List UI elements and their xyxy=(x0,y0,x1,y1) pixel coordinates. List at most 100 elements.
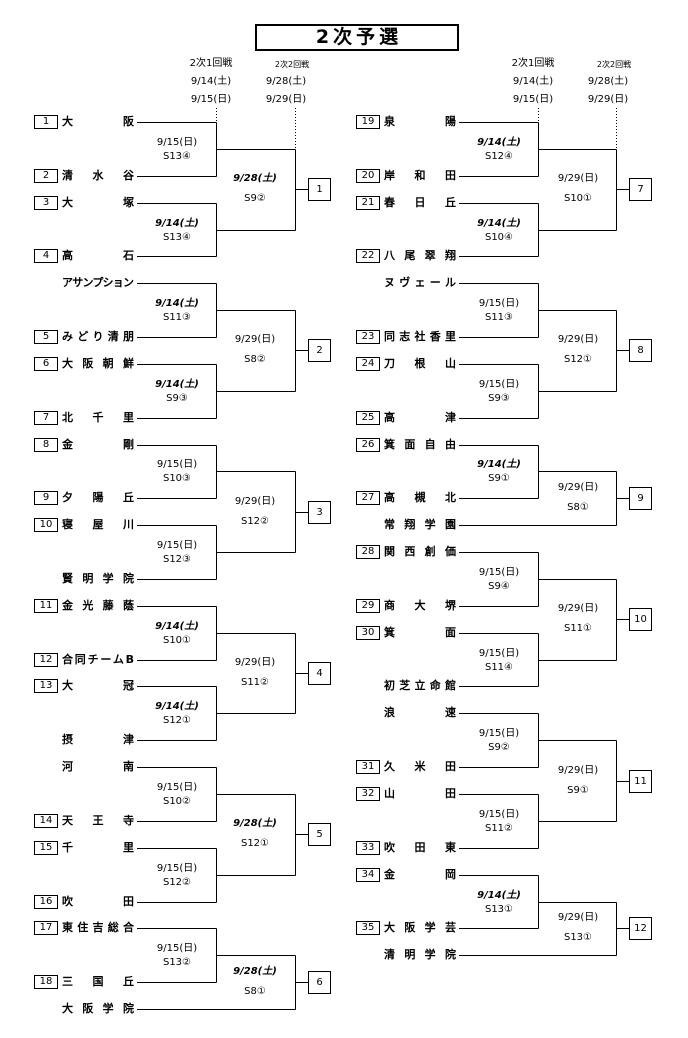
first-round-date: 9/15(日) xyxy=(156,863,198,874)
seed-number: 10 xyxy=(34,518,58,532)
team-name: 天王寺 xyxy=(62,814,154,827)
team-name: 賢明学院 xyxy=(62,572,144,585)
team-name: 大冠 xyxy=(62,679,184,692)
seed-number: 26 xyxy=(356,438,380,452)
team-name: 関西創価 xyxy=(384,545,466,558)
first-round-slot: S12② xyxy=(162,877,192,888)
team-name: 金岡 xyxy=(384,868,506,881)
team-name: 寝屋川 xyxy=(62,518,154,531)
seed-number: 23 xyxy=(356,330,380,344)
first-round-slot: S13② xyxy=(162,957,192,968)
team-name: 箕面 xyxy=(384,626,506,639)
block-number-box: 10 xyxy=(629,608,652,631)
second-round-date: 9/29(日) xyxy=(557,482,599,493)
team-name: 久米田 xyxy=(384,760,476,773)
first-round-date: 9/14(土) xyxy=(155,621,199,632)
first-round-slot: S11④ xyxy=(484,662,514,673)
seed-number: 6 xyxy=(34,357,58,371)
team-name: 八尾翠翔 xyxy=(384,249,466,262)
seed-number: 11 xyxy=(34,599,58,613)
right-round2-date-sat: 9/28(土) xyxy=(587,76,629,87)
second-round-date: 9/29(日) xyxy=(234,496,276,507)
seed-number: 27 xyxy=(356,491,380,505)
team-name: 大阪朝鮮 xyxy=(62,357,144,370)
second-round-date: 9/29(日) xyxy=(234,334,276,345)
block-number-box: 4 xyxy=(308,662,331,685)
left-round1-date-sun: 9/15(日) xyxy=(190,94,232,105)
first-round-date: 9/14(土) xyxy=(477,137,521,148)
block-number-box: 6 xyxy=(308,971,331,994)
left-round2-date-sun: 9/29(日) xyxy=(265,94,307,105)
first-round-date: 9/15(日) xyxy=(156,137,198,148)
first-round-date: 9/15(日) xyxy=(156,459,198,470)
team-name: 金光藤蔭 xyxy=(62,599,144,612)
second-round-slot: S10① xyxy=(563,193,593,204)
seed-number: 34 xyxy=(356,868,380,882)
team-name: 大阪学芸 xyxy=(384,921,466,934)
first-round-slot: S9① xyxy=(488,473,510,484)
second-round-date: 9/29(日) xyxy=(234,657,276,668)
seed-number: 29 xyxy=(356,599,380,613)
seed-number: 31 xyxy=(356,760,380,774)
second-round-slot: S8② xyxy=(244,354,266,365)
seed-number: 28 xyxy=(356,545,380,559)
team-name: 吹田 xyxy=(62,895,184,908)
team-name: アサンプション xyxy=(62,276,134,289)
seed-number: 3 xyxy=(34,196,58,210)
left-round1-date-sat: 9/14(土) xyxy=(190,76,232,87)
team-name: 河南 xyxy=(62,760,184,773)
first-round-slot: S13④ xyxy=(162,232,192,243)
seed-number: 15 xyxy=(34,841,58,855)
seed-number: 2 xyxy=(34,169,58,183)
team-name: 金剛 xyxy=(62,438,184,451)
team-name: 合同チームB xyxy=(62,653,136,666)
seed-number: 33 xyxy=(356,841,380,855)
block-number-box: 3 xyxy=(308,501,331,524)
first-round-date: 9/15(日) xyxy=(478,379,520,390)
second-round-slot: S12① xyxy=(240,838,270,849)
team-name: 箕面自由 xyxy=(384,438,466,451)
block-number-box: 7 xyxy=(629,178,652,201)
team-name: 清水谷 xyxy=(62,169,154,182)
second-round-date: 9/28(土) xyxy=(233,818,277,829)
team-name: 春日丘 xyxy=(384,196,476,209)
first-round-slot: S9② xyxy=(488,742,510,753)
seed-number: 21 xyxy=(356,196,380,210)
team-name: 千里 xyxy=(62,841,184,854)
first-round-date: 9/15(日) xyxy=(478,809,520,820)
team-name: 同志社香里 xyxy=(384,330,461,343)
team-name: ヌヴェール xyxy=(384,276,461,289)
second-round-date: 9/28(土) xyxy=(233,173,277,184)
seed-number: 16 xyxy=(34,895,58,909)
left-round2-label: 2次2回戦 xyxy=(274,60,310,69)
team-name: 刀根山 xyxy=(384,357,476,370)
team-name: 初芝立命館 xyxy=(384,679,461,692)
right-round1-label: 2次1回戦 xyxy=(511,58,555,69)
first-round-slot: S10④ xyxy=(484,232,514,243)
block-number-box: 9 xyxy=(629,487,652,510)
team-name: 泉陽 xyxy=(384,115,506,128)
right-round2-date-sun: 9/29(日) xyxy=(587,94,629,105)
seed-number: 13 xyxy=(34,679,58,693)
second-round-date: 9/29(日) xyxy=(557,603,599,614)
block-number-box: 11 xyxy=(629,770,652,793)
team-name: 大阪学院 xyxy=(62,1002,144,1015)
first-round-date: 9/15(日) xyxy=(156,782,198,793)
seed-number: 22 xyxy=(356,249,380,263)
seed-number: 7 xyxy=(34,411,58,425)
seed-number: 17 xyxy=(34,921,58,935)
second-round-date: 9/29(日) xyxy=(557,912,599,923)
first-round-date: 9/14(土) xyxy=(155,298,199,309)
second-round-slot: S9① xyxy=(567,785,589,796)
left-round1-label: 2次1回戦 xyxy=(189,58,233,69)
team-name: 清明学院 xyxy=(384,948,466,961)
block-number-box: 12 xyxy=(629,917,652,940)
team-name: 浪速 xyxy=(384,706,506,719)
seed-number: 14 xyxy=(34,814,58,828)
team-name: 常翔学園 xyxy=(384,518,466,531)
right-round2-label: 2次2回戦 xyxy=(596,60,632,69)
first-round-date: 9/15(日) xyxy=(478,298,520,309)
second-round-slot: S9② xyxy=(244,193,266,204)
first-round-slot: S9③ xyxy=(488,393,510,404)
seed-number: 8 xyxy=(34,438,58,452)
